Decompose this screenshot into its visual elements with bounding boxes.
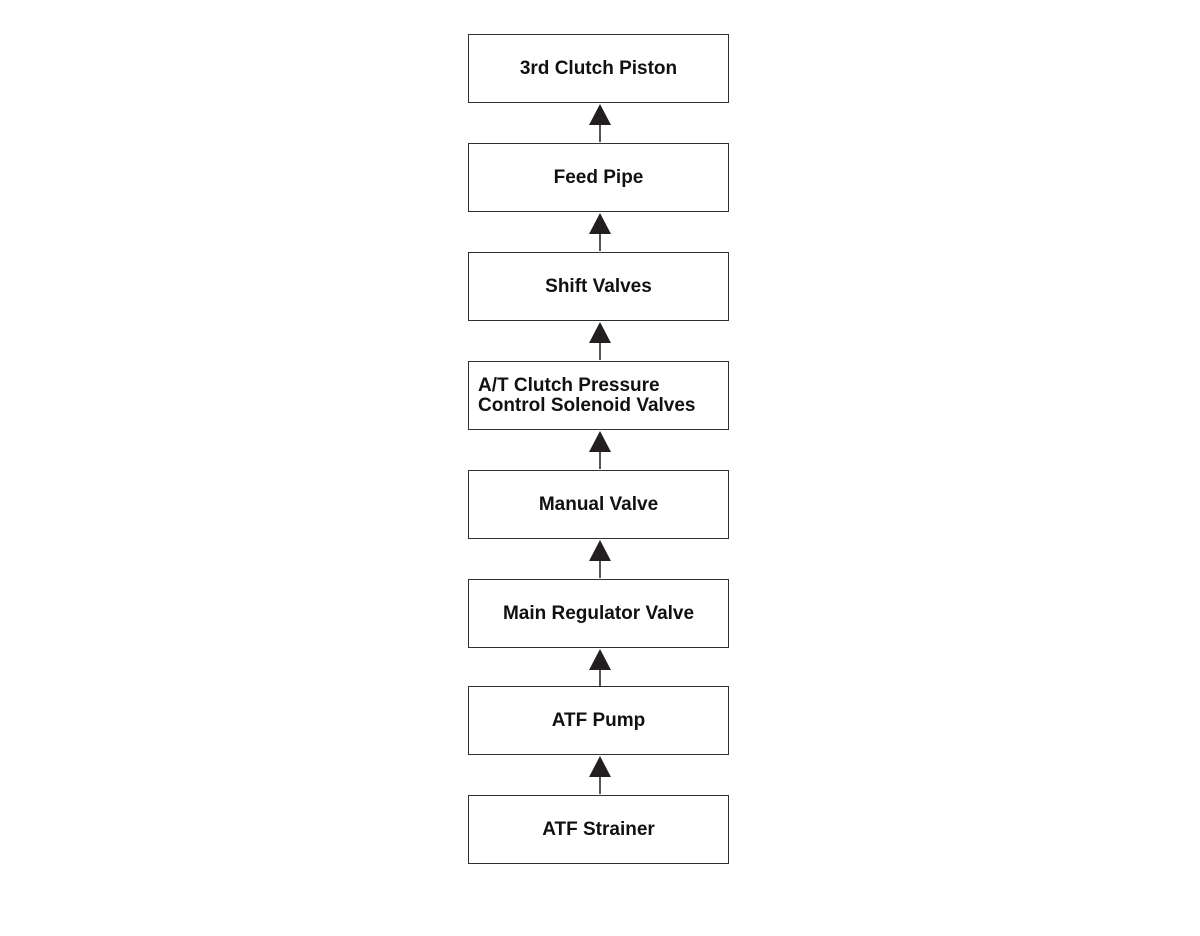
flow-arrow-icon: [588, 322, 612, 360]
flow-arrow-icon: [588, 540, 612, 578]
node-main-regulator-valve: Main Regulator Valve: [468, 579, 729, 648]
node-label: ATF Strainer: [542, 818, 655, 840]
flow-arrow-icon: [588, 104, 612, 142]
node-at-clutch-pressure-control-solenoid-valves: A/T Clutch Pressure Control Solenoid Val…: [468, 361, 729, 430]
node-label: Manual Valve: [538, 493, 659, 515]
node-manual-valve: Manual Valve: [468, 470, 729, 539]
flow-arrow-icon: [588, 213, 612, 251]
node-feed-pipe: Feed Pipe: [468, 143, 729, 212]
node-label: Feed Pipe: [553, 166, 644, 188]
node-label: Main Regulator Valve: [502, 602, 695, 624]
node-3rd-clutch-piston: 3rd Clutch Piston: [468, 34, 729, 103]
node-label: 3rd Clutch Piston: [519, 57, 678, 79]
flow-arrow-icon: [588, 649, 612, 687]
node-atf-strainer: ATF Strainer: [468, 795, 729, 864]
flow-arrow-icon: [588, 756, 612, 794]
node-label: ATF Pump: [551, 709, 646, 731]
flow-arrow-icon: [588, 431, 612, 469]
node-label: Shift Valves: [545, 275, 652, 297]
node-atf-pump: ATF Pump: [468, 686, 729, 755]
node-label: A/T Clutch Pressure Control Solenoid Val…: [478, 374, 696, 416]
node-shift-valves: Shift Valves: [468, 252, 729, 321]
